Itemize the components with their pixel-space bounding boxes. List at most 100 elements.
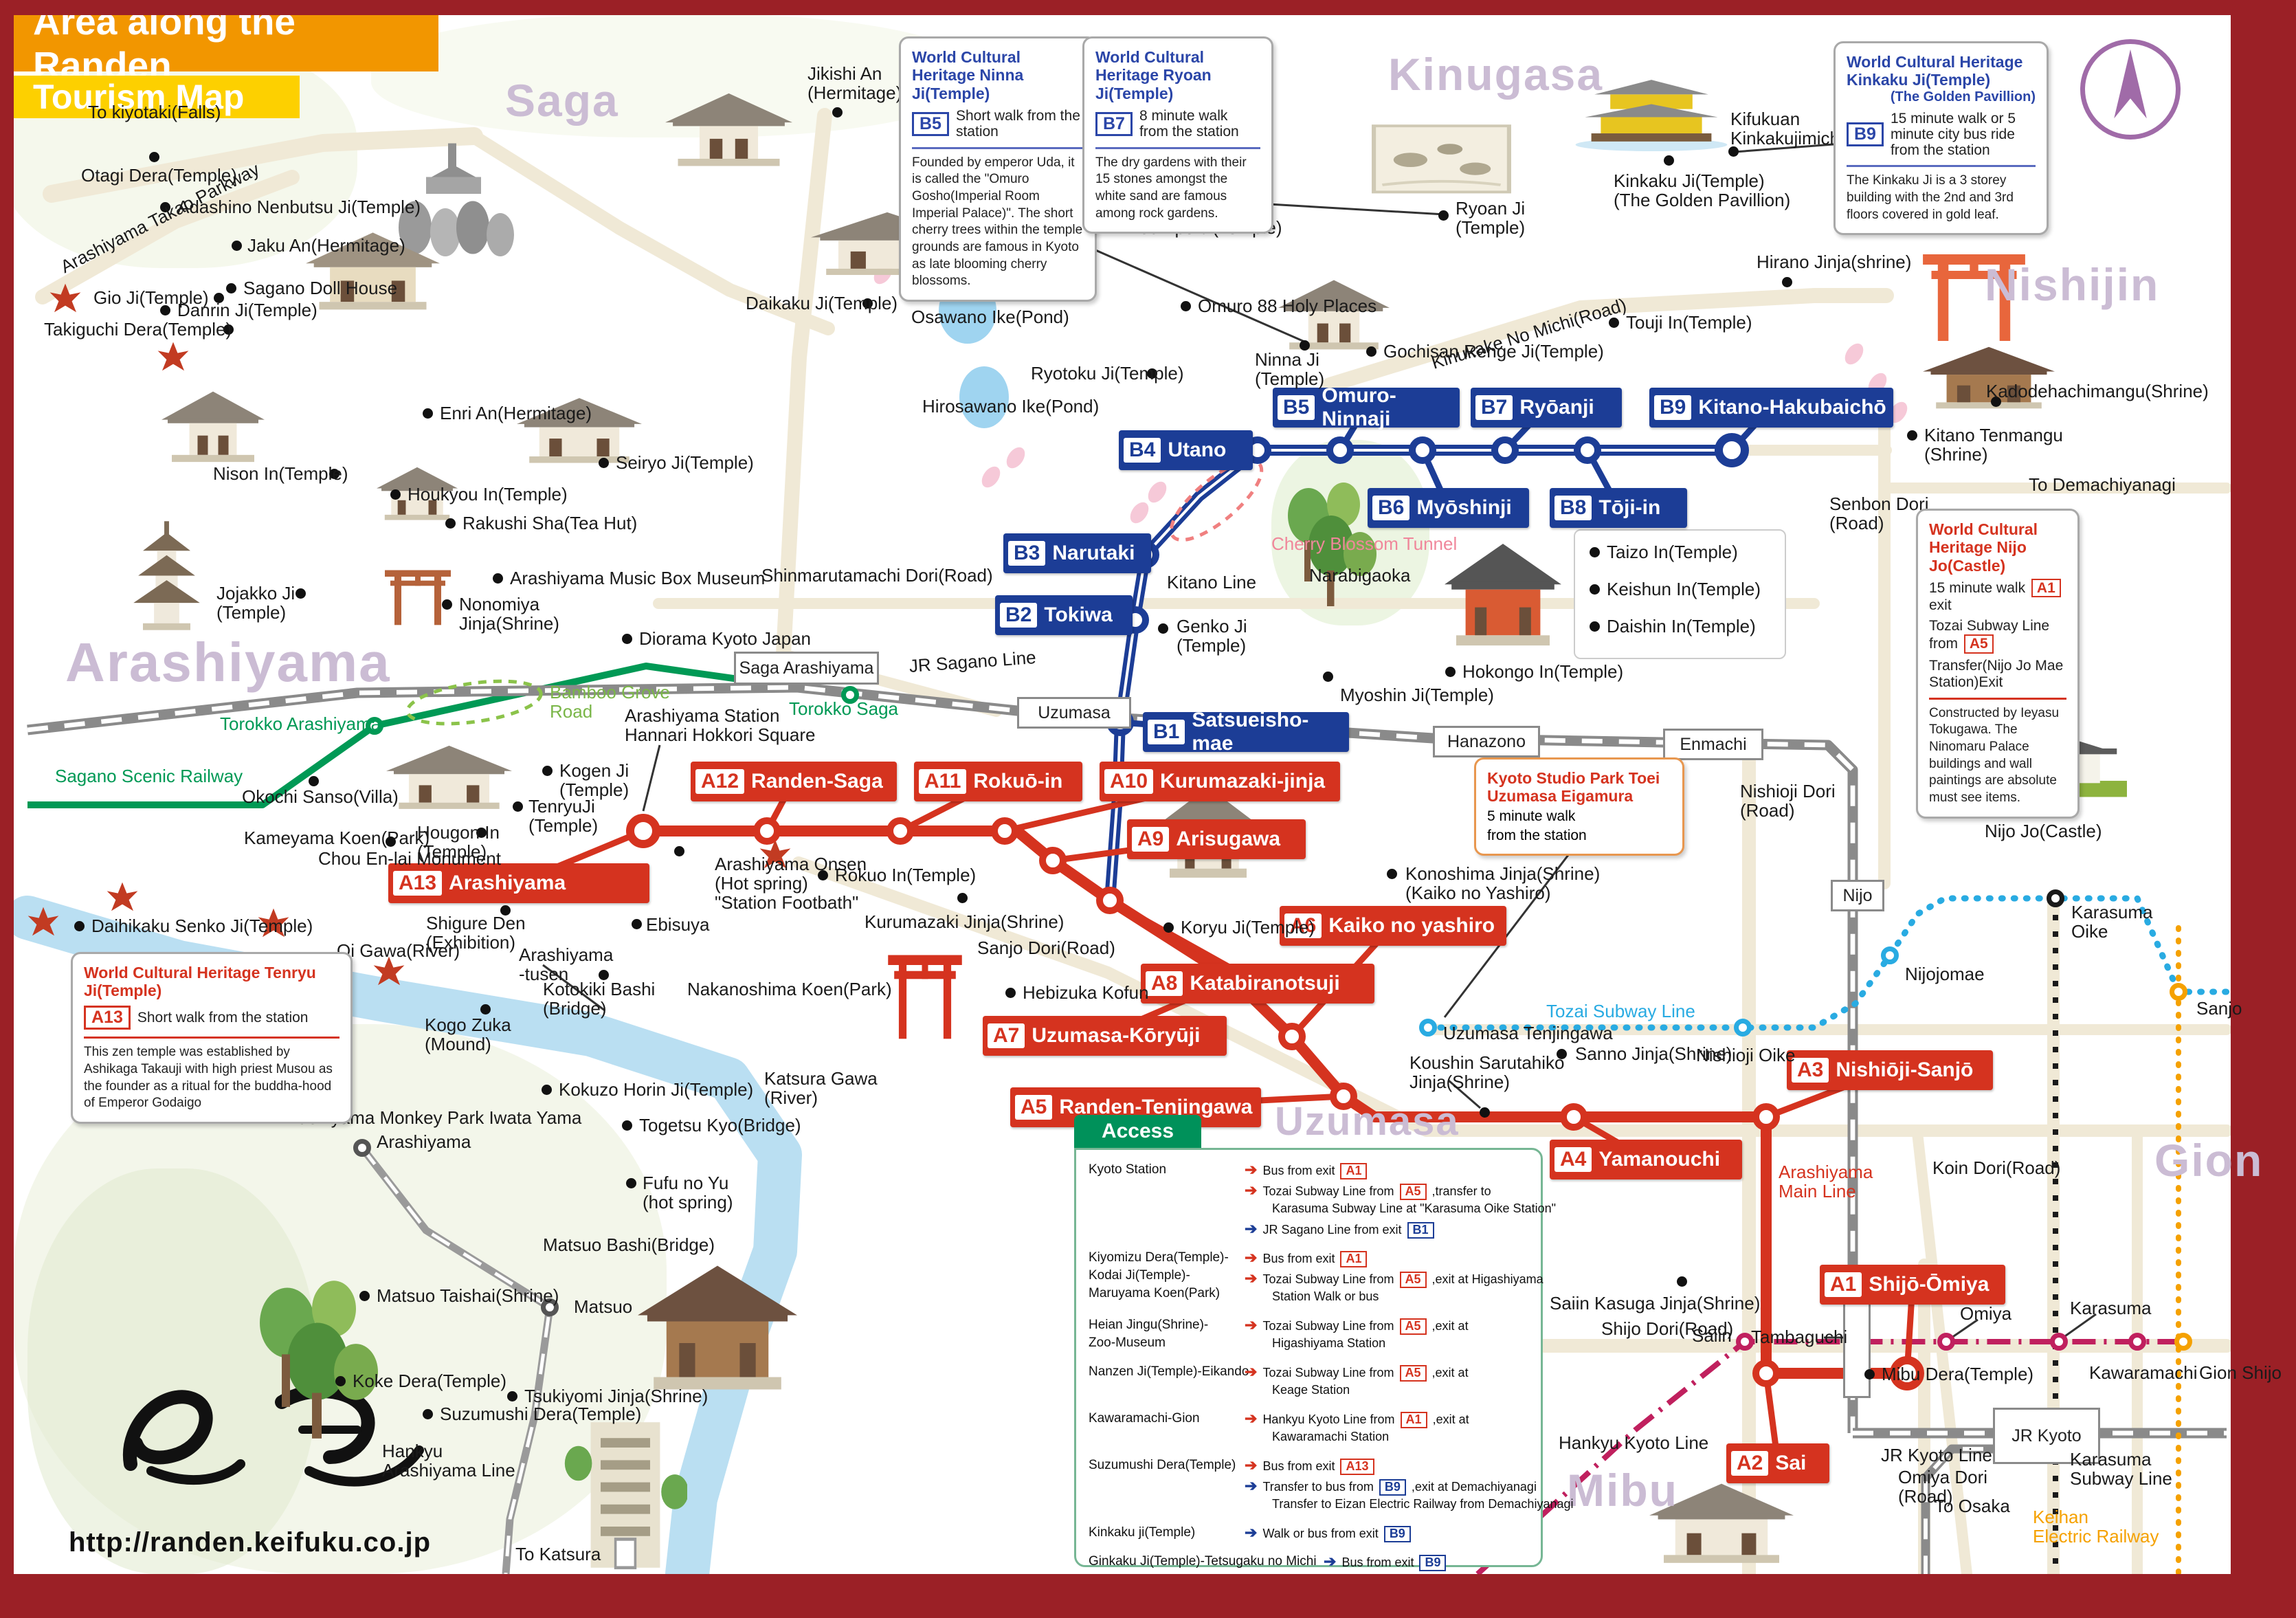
background-wash[interactable]	[371, 14, 976, 137]
poi-label-ryoan-ji: Ryoan Ji	[1456, 198, 1526, 219]
station-ring-uzumasa-tenjingawa	[1419, 1019, 1437, 1037]
poi-label-road: (Road)	[1829, 513, 1884, 533]
poi-label-kinkakujimichi: Kinkakujimichi	[1730, 128, 1844, 148]
station-node-a10	[991, 817, 1018, 845]
station-code-a10: A10	[1104, 769, 1154, 794]
region-label-nishijin: Nishijin	[1985, 259, 2160, 310]
station-ring-nishioji-oike	[1734, 1019, 1752, 1037]
poi-label-shinmarutamachi-dori-road: Shinmarutamachi Dori(Road)	[761, 565, 993, 586]
poi-label-kurumazaki-jinja-shrine: Kurumazaki Jinja(Shrine)	[865, 911, 1065, 932]
info-box-nijojo: World Cultural Heritage Nijo Jo(Castle)1…	[1916, 509, 2080, 819]
poi-label-daihikaku-senko-ji-temple: Daihikaku Senko Ji(Temple)	[91, 916, 313, 936]
access-from: Kiyomizu Dera(Temple)-	[1089, 1250, 1229, 1265]
jr-station-hanazono: Hanazono	[1433, 726, 1540, 757]
station-node-b8	[1574, 436, 1601, 464]
station-code-b3: B3	[1008, 541, 1046, 566]
background-wash[interactable]	[27, 1168, 316, 1574]
poi-label-sanno-jinja-shrine: Sanno Jinja(Shrine)	[1575, 1043, 1732, 1064]
poi-label-road: Road	[550, 701, 593, 722]
maple-leaf-icon	[373, 956, 405, 986]
poi-label-station-footbath: "Station Footbath"	[715, 892, 859, 913]
exit-badge-b9: B9	[1419, 1555, 1447, 1571]
poi-label-kadodehachimangu-shrine: Kadodehachimangu(Shrine)	[1986, 381, 2209, 401]
website-url[interactable]: http://randen.keifuku.co.jp	[69, 1527, 432, 1558]
poi-label-konoshima-jinja-shrine: Konoshima Jinja(Shrine)	[1405, 863, 1601, 884]
poi-dot-kitano-tenmangu	[1907, 430, 1917, 441]
station-node-a8	[1096, 887, 1124, 914]
station-node-b7	[1491, 436, 1519, 464]
leader-line	[1448, 1079, 1481, 1109]
poi-label-to-demachiyanagi: To Demachiyanagi	[2029, 474, 2176, 495]
poi-dot-okochi-sanso-villa	[309, 776, 319, 786]
poi-label-koryu-ji-temple: Koryu Ji(Temple)	[1181, 917, 1315, 938]
poi-label-hankyu: Hankyu	[382, 1441, 443, 1461]
access-from: Ginkaku Ji(Temple)-Tetsugaku no Michi	[1089, 1554, 1317, 1569]
illustration-jojakkoji-pagoda	[127, 519, 206, 632]
jr-station-uzumasa: Uzumasa	[1017, 697, 1131, 729]
poi-dot-koryu-ji-temple	[1163, 922, 1174, 933]
poi-label-hebizuka-kofun: Hebizuka Kofun	[1023, 982, 1149, 1003]
illustration-jikishian-gate	[665, 88, 792, 179]
access-route: ➔JR Sagano Line from exit B1	[1245, 1220, 1436, 1239]
illustration-kitano-torii	[1921, 244, 2027, 347]
poi-dot-hokongo-in-temple	[1445, 667, 1456, 677]
poi-dot-ryoan-ji	[1438, 210, 1449, 221]
poi-dot-gio-ji-temple	[214, 293, 224, 303]
poi-label-taizo-in-temple: Taizo In(Temple)	[1607, 542, 1738, 562]
station-code-b1: B1	[1148, 720, 1185, 744]
poi-label-kokuzo-horin-ji-temple: Kokuzo Horin Ji(Temple)	[559, 1079, 754, 1100]
station-code-a4: A4	[1554, 1147, 1592, 1172]
maple-leaf-icon	[157, 342, 189, 371]
poi-label-uzumasa-tenjingawa: Uzumasa Tenjingawa	[1443, 1023, 1613, 1043]
poi-label-temple: (Temple)	[216, 602, 287, 623]
poi-label-senbon-dori: Senbon Dori	[1829, 494, 1929, 514]
access-route: ➔Tozai Subway Line from A5 ,exit at	[1245, 1363, 1469, 1382]
poi-label-arashiyama-onsen: Arashiyama Onsen	[715, 854, 867, 874]
road	[35, 170, 300, 304]
poi-label-saiin-kasuga-jinja-shrine: Saiin Kasuga Jinja(Shrine)	[1550, 1293, 1761, 1314]
poi-label-road: (Road)	[1898, 1486, 1953, 1507]
cherry-petal-icon	[1844, 343, 1864, 365]
poi-label-gochisan-renge-ji-temple: Gochisan Renge Ji(Temple)	[1383, 341, 1604, 362]
poi-dot-hougon-in	[476, 828, 487, 838]
poi-label-main-line: Main Line	[1779, 1181, 1856, 1201]
station-name: Sai	[1775, 1452, 1807, 1474]
poi-label-electric-railway: Electric Railway	[2033, 1526, 2159, 1547]
poi-label-koin-dori-road: Koin Dori(Road)	[1932, 1157, 2061, 1178]
exit-badge-b9: B9	[1383, 1526, 1411, 1542]
poi-dot-kogo-zuka	[480, 1004, 491, 1015]
region-label-arashiyama: Arashiyama	[65, 632, 391, 693]
station-name: Ryōanji	[1519, 396, 1594, 419]
maple-leaf-icon	[27, 907, 59, 936]
route-arrow-icon: ➔	[1245, 1220, 1258, 1237]
station-name: Omuro-Ninnaji	[1322, 384, 1396, 430]
poi-label-hot-spring: (Hot spring)	[715, 873, 808, 894]
station-name: Katabiranotsuji	[1190, 972, 1340, 995]
poi-dot-touji-in-temple	[1609, 318, 1619, 328]
poi-label-oike: Oike	[2071, 921, 2108, 942]
access-route: ➔Tozai Subway Line from A5 ,exit at Higa…	[1245, 1270, 1543, 1288]
leader-line	[642, 744, 661, 812]
poi-label-kogen-ji: Kogen Ji	[559, 760, 629, 781]
illustration-nonomiya-torii	[383, 564, 452, 629]
poi-label-jinja-shrine: Jinja(Shrine)	[1409, 1072, 1510, 1092]
info-body: The Kinkaku Ji is a 3 storey building wi…	[1847, 173, 2014, 222]
station-name: Arisugawa	[1176, 828, 1281, 850]
poi-dot-daishin-in-temple	[1590, 621, 1600, 632]
poi-dot-keishun-in-temple	[1590, 584, 1600, 595]
poi-dot-ninna-ji	[1300, 340, 1310, 351]
info-line: 15 minute walk A1 exit	[1929, 579, 2066, 614]
illustration-mibu-dera-temple	[1649, 1478, 1794, 1577]
exit-badge-a5: A5	[1399, 1184, 1427, 1200]
poi-label-jr-kyoto-line: JR Kyoto Line	[1881, 1445, 1992, 1465]
route-arrow-icon: ➔	[1245, 1270, 1258, 1287]
hankyu-kyoto-line	[1475, 1339, 2178, 1576]
poi-dot-daikaku-ji-temple	[862, 298, 873, 309]
access-route: Kawaramachi Station	[1272, 1430, 1390, 1443]
maple-leaf-icon	[49, 283, 81, 313]
